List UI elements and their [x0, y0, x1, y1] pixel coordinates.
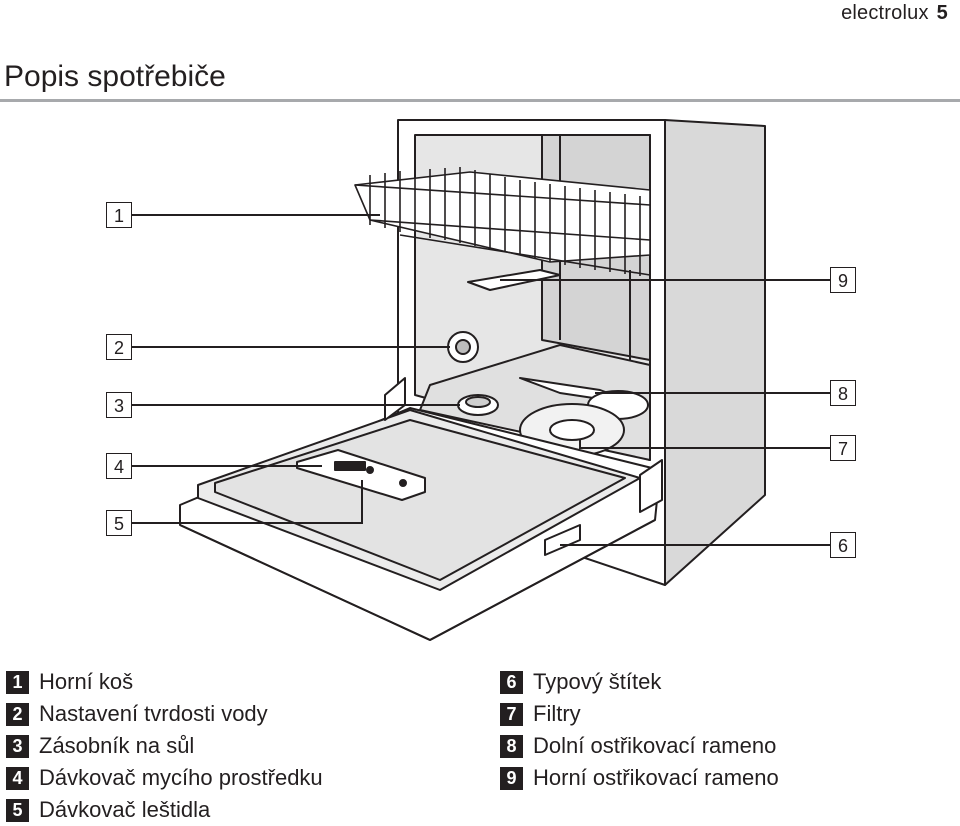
- legend-item: 4 Dávkovač mycího prostředku: [6, 762, 323, 794]
- legend-number: 1: [6, 670, 29, 694]
- rating-plate: [544, 524, 581, 556]
- legend-text: Typový štítek: [533, 669, 662, 694]
- legend-item: 3 Zásobník na sůl: [6, 730, 323, 762]
- legend-text: Horní ostřikovací rameno: [533, 765, 779, 790]
- legend-number: 4: [6, 766, 29, 790]
- page-number: 5: [936, 2, 948, 24]
- callout-5: 5: [106, 510, 132, 536]
- legend-text: Dávkovač mycího prostředku: [39, 765, 323, 790]
- legend-right: 6 Typový štítek 7 Filtry 8 Dolní ostřikovac…: [500, 666, 779, 794]
- callout-7: 7: [830, 435, 856, 461]
- legend-number: 8: [500, 734, 523, 758]
- callout-8: 8: [830, 380, 856, 406]
- legend-item: 7 Filtry: [500, 698, 779, 730]
- legend-item: 5 Dávkovač leštidla: [6, 794, 323, 826]
- rinse-aid-cap: [399, 479, 407, 487]
- door-hinge-right: [639, 459, 663, 513]
- legend-number: 6: [500, 670, 523, 694]
- legend-text: Nastavení tvrdosti vody: [39, 701, 268, 726]
- legend-left: 1 Horní koš 2 Nastavení tvrdosti vody 3 Zás…: [6, 666, 323, 826]
- legend-number: 7: [500, 702, 523, 726]
- page-title: Popis spotřebiče: [4, 60, 226, 93]
- callout-3: 3: [106, 392, 132, 418]
- dispenser-slots: [334, 461, 366, 471]
- callout-4: 4: [106, 453, 132, 479]
- legend-text: Filtry: [533, 701, 581, 726]
- legend-item: 2 Nastavení tvrdosti vody: [6, 698, 323, 730]
- detergent-dispenser: [296, 449, 426, 501]
- legend-item: 9 Horní ostřikovací rameno: [500, 762, 779, 794]
- legend-text: Dolní ostřikovací rameno: [533, 733, 777, 758]
- upper-basket: [354, 167, 651, 276]
- page-header: electrolux 5: [841, 2, 948, 25]
- callout-6: 6: [830, 532, 856, 558]
- legend-item: 6 Typový štítek: [500, 666, 779, 698]
- brand-name: electrolux: [841, 2, 929, 24]
- legend-number: 5: [6, 798, 29, 822]
- legend-text: Zásobník na sůl: [39, 733, 195, 758]
- callout-2: 2: [106, 334, 132, 360]
- callout-9: 9: [830, 267, 856, 293]
- cabinet-side-panel: [664, 119, 766, 586]
- callout-1: 1: [106, 202, 132, 228]
- legend-text: Dávkovač leštidla: [39, 797, 211, 822]
- legend-item: 8 Dolní ostřikovací rameno: [500, 730, 779, 762]
- legend-number: 9: [500, 766, 523, 790]
- title-rule: [0, 99, 960, 102]
- legend-text: Horní koš: [39, 669, 134, 694]
- callout-leaders: [132, 214, 830, 546]
- legend-number: 3: [6, 734, 29, 758]
- legend-number: 2: [6, 702, 29, 726]
- legend-item: 1 Horní koš: [6, 666, 323, 698]
